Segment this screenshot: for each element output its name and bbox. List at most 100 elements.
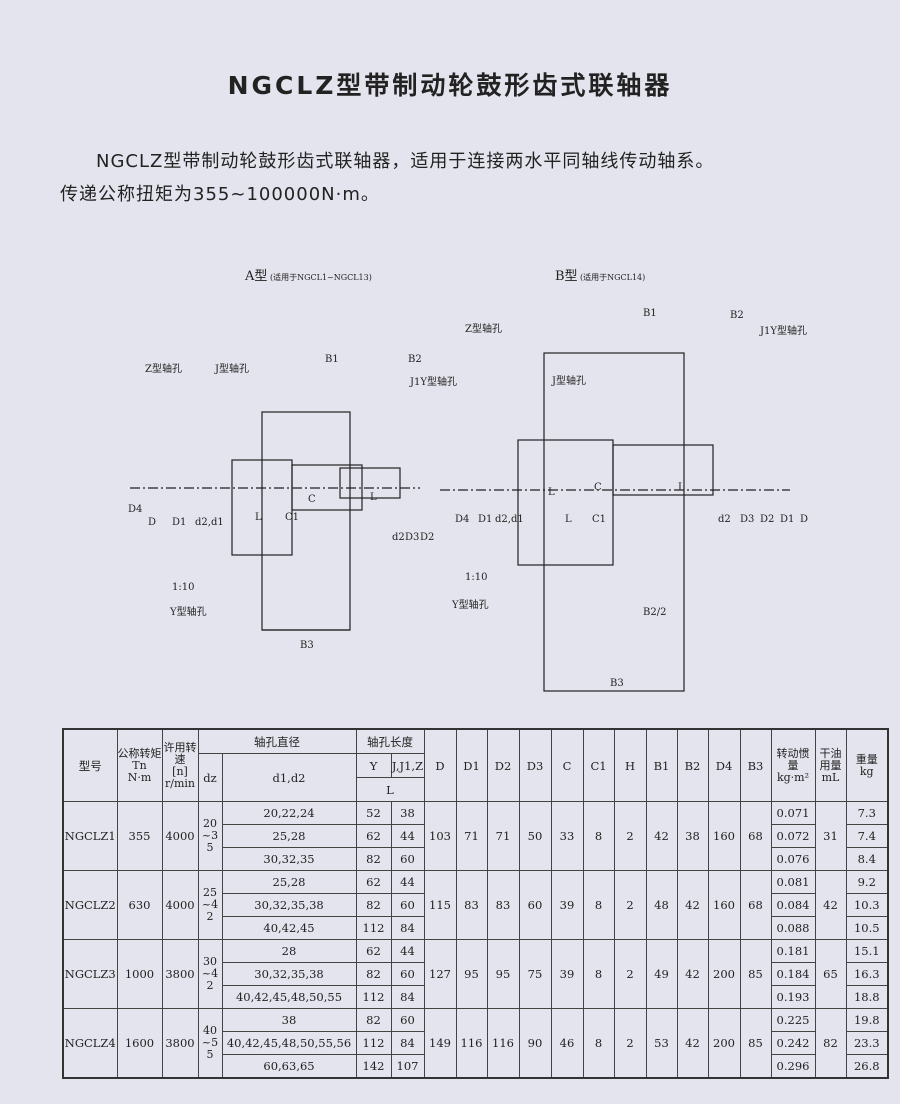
label: Z型轴孔 xyxy=(465,322,502,335)
bore-diameter-cell: 40,42,45,48,50,55,56 xyxy=(221,1031,357,1055)
label: d2,d1 xyxy=(195,517,224,528)
dimension-cell: 48 xyxy=(645,870,678,940)
coupling-diagrams: A型 (适用于NGCL1~NGCL13) Z型轴孔 J型轴孔 J1Y型轴孔 Y型… xyxy=(128,269,808,692)
inertia-cell: 0.184 xyxy=(770,962,816,986)
inertia-cell: 0.242 xyxy=(770,1031,816,1055)
header-dim: B2 xyxy=(676,728,709,802)
dimension-cell: 149 xyxy=(423,1008,457,1079)
header-inertia-text: kg·m² xyxy=(776,770,810,784)
weight-cell: 19.8 xyxy=(845,1008,889,1032)
page-title: NGCLZ型带制动轮鼓形齿式联轴器 xyxy=(227,71,673,100)
dz-cell: 30~42 xyxy=(197,939,223,1009)
dimension-cell: 83 xyxy=(455,870,488,940)
bore-length-y-cell: 62 xyxy=(355,870,392,894)
dimension-cell: 60 xyxy=(518,870,552,940)
inertia-cell: 0.076 xyxy=(770,847,816,871)
bore-diameter-cell: 20,22,24 xyxy=(221,801,357,825)
bore-diameter-cell: 25,28 xyxy=(221,870,357,894)
label: J型轴孔 xyxy=(551,374,586,387)
dimension-cell: 71 xyxy=(486,801,520,871)
brake-drum-b xyxy=(543,352,685,692)
dimension-cell: 42 xyxy=(676,939,709,1009)
label: B3 xyxy=(300,640,314,651)
dimension-cell: 71 xyxy=(455,801,488,871)
bore-length-y-cell: 112 xyxy=(355,1031,392,1055)
bore-length-y-cell: 142 xyxy=(355,1054,392,1079)
header-dim: D2 xyxy=(486,728,520,802)
diagram-b-caption: B型 xyxy=(555,269,578,284)
bore-length-j-cell: 84 xyxy=(390,1031,425,1055)
grease-cell: 82 xyxy=(814,1008,847,1079)
header-inertia-text: 转动惯量 xyxy=(776,746,810,772)
dimension-cell: 68 xyxy=(739,870,772,940)
header-torque-label: 公称转矩 xyxy=(117,746,162,760)
header-speed-unit: r/min xyxy=(165,776,195,790)
label: L xyxy=(548,487,555,498)
inertia-cell: 0.072 xyxy=(770,824,816,848)
dimension-cell: 53 xyxy=(645,1008,678,1079)
bore-length-j-cell: 44 xyxy=(390,939,425,963)
inertia-cell: 0.081 xyxy=(770,870,816,894)
weight-cell: 7.4 xyxy=(845,824,889,848)
diagram-b-caption-note: (适用于NGCL14) xyxy=(580,272,645,282)
weight-cell: 7.3 xyxy=(845,801,889,825)
weight-cell: 9.2 xyxy=(845,870,889,894)
header-torque-symbol: Tn xyxy=(132,758,147,772)
label: L xyxy=(678,482,685,493)
bore-length-y-cell: 82 xyxy=(355,893,392,917)
dimension-cell: 49 xyxy=(645,939,678,1009)
diagram-a-caption: A型 xyxy=(244,269,267,284)
torque-cell: 355 xyxy=(116,801,163,871)
dimension-cell: 42 xyxy=(676,870,709,940)
label: D1 xyxy=(172,517,186,528)
dimension-cell: 127 xyxy=(423,939,457,1009)
dimension-cell: 116 xyxy=(455,1008,488,1079)
label: D2 xyxy=(760,514,774,525)
weight-cell: 26.8 xyxy=(845,1054,889,1079)
label: J型轴孔 xyxy=(214,362,249,375)
label: B3 xyxy=(610,678,624,689)
label: D4 xyxy=(455,514,469,525)
model-cell: NGCLZ4 xyxy=(62,1008,118,1079)
label: D3 xyxy=(740,514,754,525)
bore-length-j-cell: 60 xyxy=(390,847,425,871)
weight-cell: 10.3 xyxy=(845,893,889,917)
bore-length-j-cell: 44 xyxy=(390,824,425,848)
dimension-cell: 8 xyxy=(582,939,615,1009)
header-dim: D1 xyxy=(455,728,488,802)
label: B1 xyxy=(325,354,339,365)
inertia-cell: 0.193 xyxy=(770,985,816,1009)
inertia-cell: 0.084 xyxy=(770,893,816,917)
bore-length-j-cell: 107 xyxy=(390,1054,425,1079)
label: C xyxy=(594,482,602,493)
dimension-cell: 8 xyxy=(582,801,615,871)
label: D4 xyxy=(128,504,142,515)
label: d2 xyxy=(392,532,405,543)
label: Z型轴孔 xyxy=(145,362,182,375)
dimension-cell: 75 xyxy=(518,939,552,1009)
label: D1 xyxy=(478,514,492,525)
label: L xyxy=(565,514,572,525)
bore-length-y-cell: 82 xyxy=(355,1008,392,1032)
brake-drum-a xyxy=(261,411,351,631)
header-bore-diameter: 轴孔直径 xyxy=(197,728,357,754)
header-d1d2: d1,d2 xyxy=(221,753,357,802)
diagram-a: A型 (适用于NGCL1~NGCL13) Z型轴孔 J型轴孔 J1Y型轴孔 Y型… xyxy=(128,269,457,651)
inertia-cell: 0.071 xyxy=(770,801,816,825)
dimension-cell: 160 xyxy=(707,801,741,871)
inertia-cell: 0.181 xyxy=(770,939,816,963)
bore-diameter-cell: 60,63,65 xyxy=(221,1054,357,1079)
label: D3 xyxy=(405,532,419,543)
torque-cell: 1000 xyxy=(116,939,163,1009)
bore-length-y-cell: 112 xyxy=(355,985,392,1009)
label: Y型轴孔 xyxy=(169,605,207,618)
bore-length-y-cell: 62 xyxy=(355,939,392,963)
bore-length-y-cell: 82 xyxy=(355,847,392,871)
